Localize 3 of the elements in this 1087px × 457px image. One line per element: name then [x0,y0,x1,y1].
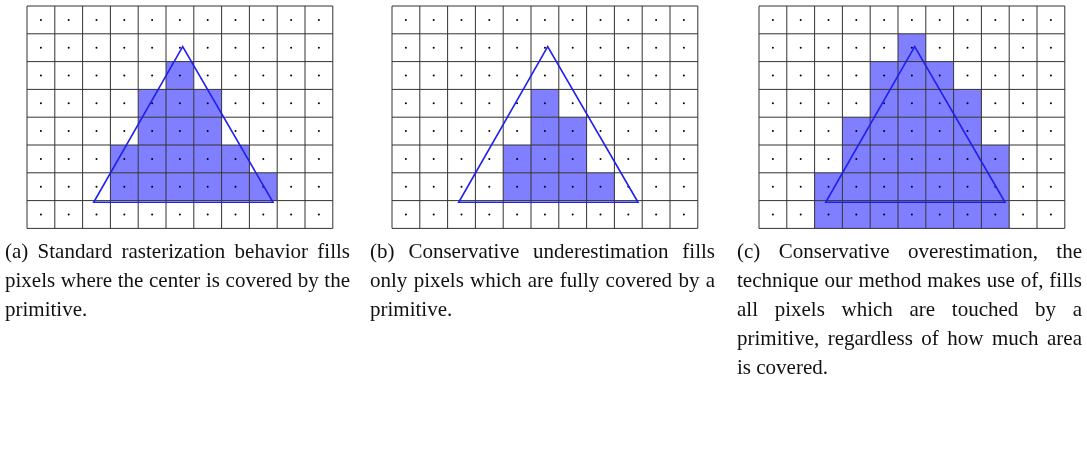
figure-caption: (a) Standard rasterization behavior fills pixels where the center is covered by the primitive. [5,238,350,324]
figure-caption: (c) Conservative overestimation, the technique our method makes use of, fills all pixels which are touched by a primitive, regardless of how much area is covered. [737,238,1082,382]
figure-caption: (b) Conservative underestimation fills only pixels which are fully covered by a primitive. [370,238,715,324]
